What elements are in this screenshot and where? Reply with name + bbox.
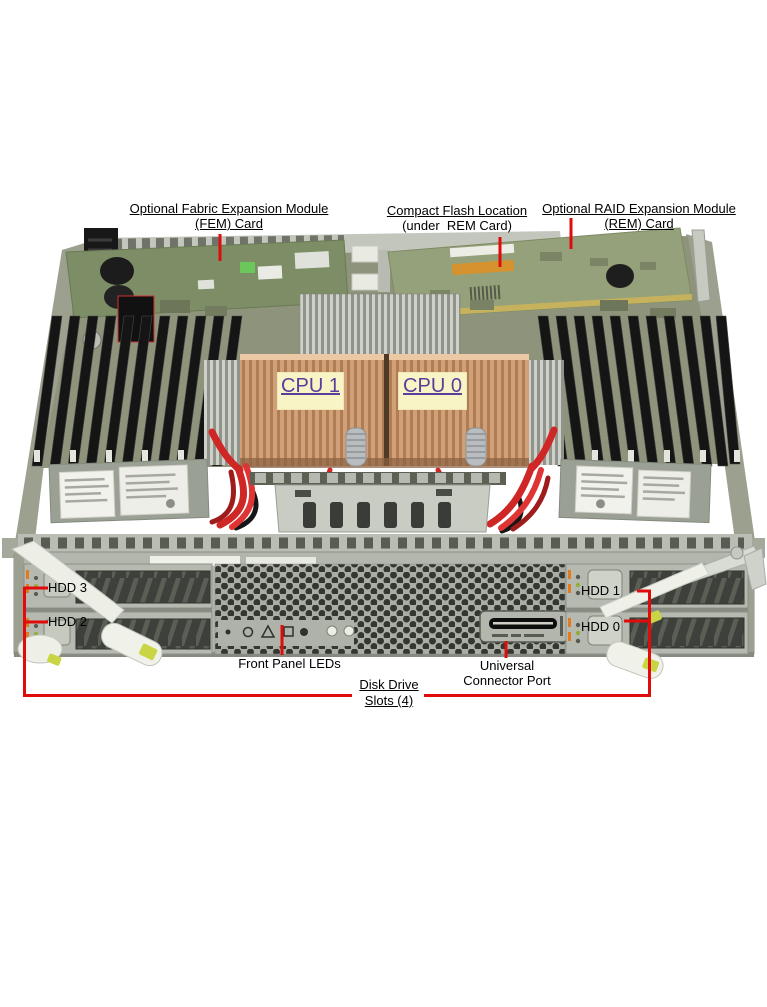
callout-rem-card: Optional RAID Expansion Module (REM) Car… xyxy=(533,201,745,231)
leader-hdd3-disk-slots-left xyxy=(23,586,352,697)
disk-drive-slots-line1: Disk Drive xyxy=(359,677,419,692)
front-panel-led-row xyxy=(218,620,355,646)
callout-hdd2: HDD 2 xyxy=(48,614,88,629)
callout-compact-flash: Compact Flash Location (under REM Card) xyxy=(378,203,536,233)
callout-hdd1: HDD 1 xyxy=(581,583,621,598)
callout-fem-card: Optional Fabric Expansion Module (FEM) C… xyxy=(119,201,339,231)
callout-hdd3: HDD 3 xyxy=(48,580,88,595)
heatsink-spring-posts xyxy=(345,427,487,467)
callout-cpu0: CPU 0 xyxy=(398,372,467,410)
rear-bracket xyxy=(691,229,711,303)
center-heatsink-fins xyxy=(299,293,461,357)
ucp-connector xyxy=(479,610,569,643)
ucp-line2: Connector Port xyxy=(463,673,551,688)
callout-compact-flash-line2: (under REM Card) xyxy=(402,218,512,233)
callout-hdd0: HDD 0 xyxy=(581,619,621,634)
callout-rem-line2: (REM) Card xyxy=(604,216,674,231)
mezzanine-brackets xyxy=(351,245,390,292)
center-bracket xyxy=(250,472,506,533)
cpu1-text: CPU 1 xyxy=(281,375,340,397)
callout-disk-drive-slots: Disk Drive Slots (4) xyxy=(345,677,433,709)
callout-cpu1: CPU 1 xyxy=(277,372,344,410)
callout-fem-line2: (FEM) Card xyxy=(195,216,263,231)
rear-drive-right xyxy=(558,458,712,524)
heatsink-base xyxy=(240,458,529,468)
callout-fem-line1: Optional Fabric Expansion Module xyxy=(129,201,329,216)
ucp-line1: Universal xyxy=(479,658,535,673)
callout-compact-flash-line1: Compact Flash Location xyxy=(386,203,528,218)
rear-drive-left xyxy=(48,458,210,524)
disk-drive-slots-line2: Slots (4) xyxy=(364,693,414,708)
callout-front-panel-leds: Front Panel LEDs xyxy=(238,656,341,671)
cpu0-text: CPU 0 xyxy=(403,375,462,397)
callout-rem-line1: Optional RAID Expansion Module xyxy=(542,201,736,216)
hinge-row xyxy=(18,534,752,554)
callout-universal-connector-port: Universal Connector Port xyxy=(452,658,562,688)
release-lever-left xyxy=(10,540,163,667)
heatsink-gap xyxy=(384,354,389,466)
leader-hdd1-disk-slots-right xyxy=(424,589,651,697)
